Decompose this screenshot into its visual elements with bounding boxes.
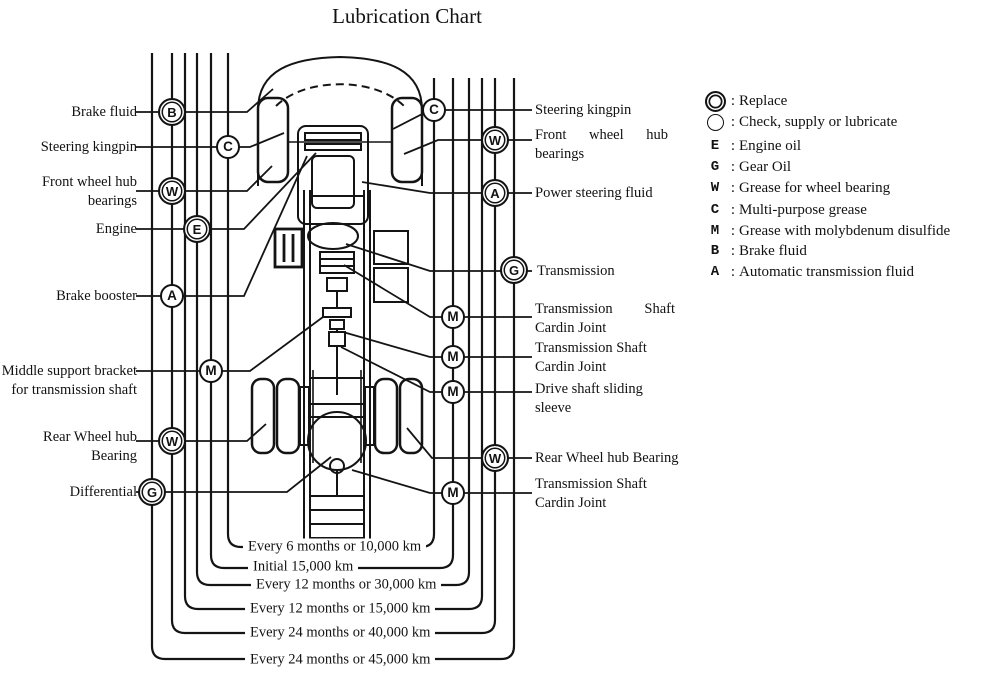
interval-24-months-40000: Every 24 months or 40,000 km [245,624,436,642]
check-symbol-icon [706,113,724,131]
oil-pan [307,222,359,250]
symbol-brake-booster: A [160,284,184,308]
label-front-hub-left: Front wheel hub bearings [41,174,137,209]
symbol-transmission: G [500,256,528,284]
chart-title: Lubrication Chart [332,4,482,28]
legend-row-check: : Check, supply or lubricate [703,112,897,132]
interval-initial-15000: Initial 15,000 km [248,558,359,576]
symbol-brake-fluid: B [158,98,186,126]
symbol-steering-kingpin-left: C [216,135,240,159]
symbol-rear-hub-right: W [481,444,509,472]
legend-row-multipurpose-grease: C : Multi-purpose grease [710,201,867,219]
label-steering-kingpin-left: Steering kingpin [40,139,137,155]
transmission-joint [319,251,355,274]
front-wheel-left [256,96,290,184]
label-brake-booster: Brake booster [56,288,137,304]
interval-12-months-15000: Every 12 months or 15,000 km [245,600,436,618]
windshield-line [275,83,405,107]
rear-wheel-left-outer [250,377,276,455]
label-steering-kingpin-right: Steering kingpin [535,102,632,118]
symbol-differential: G [138,478,166,506]
differential-housing [307,411,367,471]
legend-row-engine-oil: E : Engine oil [710,137,802,155]
sliding-sleeve [328,331,346,347]
label-drive-sleeve: Drive shaft sliding sleeve [535,381,643,416]
legend-row-wheel-bearing-grease: W : Grease for wheel bearing [710,179,891,197]
battery-box [273,227,304,269]
cab-outline [257,55,423,186]
interval-24-months-45000: Every 24 months or 45,000 km [245,651,436,669]
label-middle-support: Middle support bracket for transmission … [1,363,137,398]
legend-row-gear-oil: G : Gear Oil [710,158,792,176]
symbol-front-hub-left: W [158,177,186,205]
rear-wheel-left-inner [275,377,301,455]
legend-row-molybdenum-grease: M : Grease with molybdenum disulfide [710,222,951,240]
label-cardin-joint-2: Transmission Shaft Cardin Joint [535,340,647,375]
label-front-hub-right: Front wheel hub bearings [535,127,668,162]
interval-6-months: Every 6 months or 10,000 km [243,538,427,556]
symbol-engine: E [183,215,211,243]
legend-replace-label: Replace [739,92,788,109]
interval-12-months-30000: Every 12 months or 30,000 km [251,576,442,594]
symbol-rear-hub-left: W [158,427,186,455]
front-wheel-right [390,96,424,184]
legend-row-brake-fluid: B : Brake fluid [710,242,807,260]
label-differential: Differential [69,484,137,500]
label-engine: Engine [95,221,137,237]
label-cardin-joint-3: Transmission Shaft Cardin Joint [535,476,647,511]
symbol-power-steering: A [481,179,509,207]
symbol-middle-support: M [199,359,223,383]
legend-row-replace: : Replace [703,90,788,112]
symbol-drive-sleeve: M [441,380,465,404]
label-cardin-joint-1: Transmission Shaft Cardin Joint [535,301,675,336]
middle-support [322,307,352,318]
replace-symbol-icon [704,90,726,112]
legend-row-atf: A : Automatic transmission fluid [710,263,914,281]
symbol-cardin-joint-2: M [441,345,465,369]
legend-check-label: Check, supply or lubricate [739,113,898,130]
chassis-drawing [250,55,424,540]
rear-axle [309,403,365,418]
fuel-tank [373,230,409,265]
symbol-front-hub-right: W [481,126,509,154]
symbol-cardin-joint-1: M [441,305,465,329]
rear-wheel-right-inner [373,377,399,455]
rear-crossmember [309,495,365,539]
frame-rails [303,190,371,540]
label-rear-hub-right: Rear Wheel hub Bearing [535,450,679,466]
rear-wheel-right-outer [398,377,424,455]
label-power-steering: Power steering fluid [535,185,653,201]
symbol-steering-kingpin-right: C [422,98,446,122]
label-rear-hub-left: Rear Wheel hub Bearing [43,429,137,464]
label-transmission: Transmission [537,263,615,279]
label-brake-fluid: Brake fluid [71,104,137,120]
symbol-cardin-joint-3: M [441,481,465,505]
